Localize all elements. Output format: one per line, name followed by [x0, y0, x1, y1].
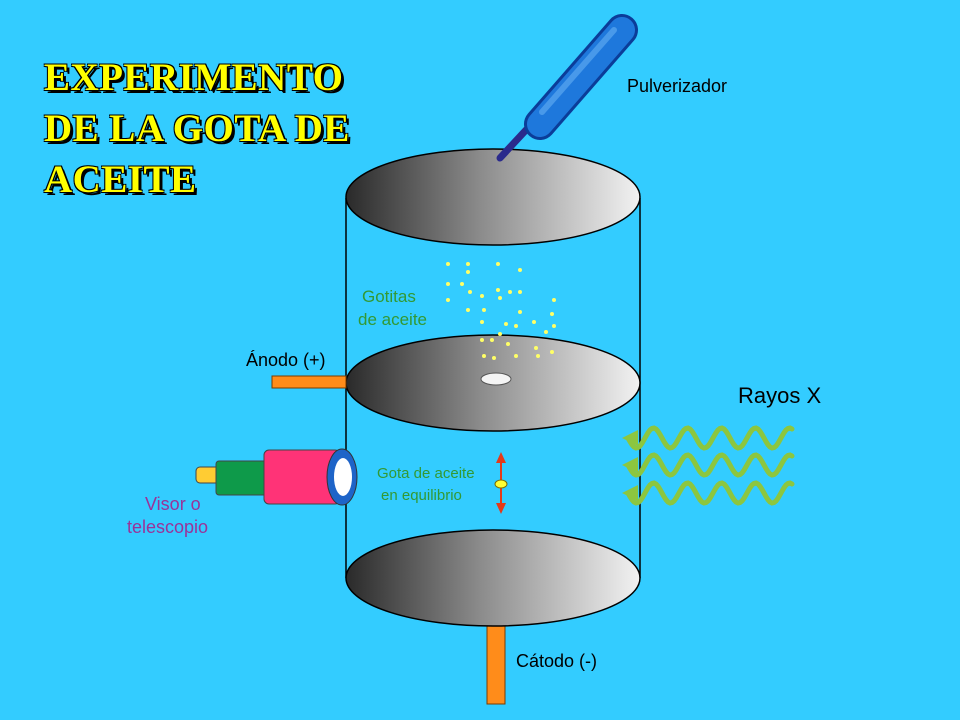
oil-droplet — [496, 262, 500, 266]
droplets-label-line-2: de aceite — [358, 310, 427, 329]
oil-droplet — [518, 310, 522, 314]
oil-droplet — [466, 270, 470, 274]
sprayer-label: Pulverizador — [627, 76, 727, 96]
oil-droplet — [552, 324, 556, 328]
oil-droplet — [534, 346, 538, 350]
oil-droplet — [550, 350, 554, 354]
oil-droplet — [498, 296, 502, 300]
oil-droplet — [544, 330, 548, 334]
oil-droplet — [446, 282, 450, 286]
oil-droplet — [492, 356, 496, 360]
oil-droplet — [514, 324, 518, 328]
oil-droplet — [480, 338, 484, 342]
title-line-2: DE LA GOTA DE — [44, 107, 350, 150]
oil-droplet — [480, 294, 484, 298]
xray-arrowhead — [622, 485, 638, 501]
oil-droplet — [482, 354, 486, 358]
telescope-icon — [195, 448, 358, 506]
xray-waves — [622, 425, 795, 506]
xray-wave — [625, 480, 795, 506]
oil-droplet — [490, 338, 494, 342]
xray-wave — [625, 425, 795, 451]
oil-droplet — [536, 354, 540, 358]
droplets-label-line-1: Gotitas — [362, 287, 416, 306]
anode-label: Ánodo (+) — [246, 350, 326, 370]
oil-droplet — [504, 322, 508, 326]
oil-droplet — [498, 332, 502, 336]
oil-droplet — [532, 320, 536, 324]
oil-drop-equilibrium — [494, 479, 508, 489]
viewer-label-line-2: telescopio — [127, 517, 208, 537]
anode-electrode — [271, 375, 347, 389]
oil-droplet — [506, 342, 510, 346]
oil-droplet — [550, 312, 554, 316]
oil-droplet — [518, 268, 522, 272]
oil-droplets — [446, 262, 556, 360]
oil-droplet — [482, 308, 486, 312]
oil-droplet — [466, 308, 470, 312]
xray-arrowhead — [622, 430, 638, 446]
oil-droplet — [466, 262, 470, 266]
oil-droplet — [514, 354, 518, 358]
plate-hole — [480, 372, 512, 386]
oil-droplet — [446, 262, 450, 266]
xray-wave — [625, 452, 795, 478]
xray-arrowhead — [622, 457, 638, 473]
oil-droplet — [460, 282, 464, 286]
oil-droplet — [468, 290, 472, 294]
top-disc — [345, 148, 641, 246]
viewer-label-line-1: Visor o — [145, 494, 201, 514]
oil-droplet — [518, 290, 522, 294]
cathode-electrode — [486, 617, 506, 705]
oil-droplet — [496, 288, 500, 292]
oil-droplet — [508, 290, 512, 294]
drop-equilibrium-label-line-2: en equilibrio — [381, 487, 462, 504]
title-line-1: EXPERIMENTO — [44, 56, 344, 99]
drop-equilibrium-label-line-1: Gota de aceite — [377, 465, 475, 482]
sprayer-icon — [496, 14, 638, 162]
xrays-label: Rayos X — [738, 383, 821, 408]
diagram-title: EXPERIMENTO DE LA GOTA DE ACEITE — [44, 52, 350, 205]
oil-droplet — [446, 298, 450, 302]
cathode-plate — [345, 529, 641, 627]
oil-droplet — [552, 298, 556, 302]
cathode-label: Cátodo (-) — [516, 651, 597, 671]
oil-droplet — [480, 320, 484, 324]
title-line-3: ACEITE — [44, 158, 197, 201]
